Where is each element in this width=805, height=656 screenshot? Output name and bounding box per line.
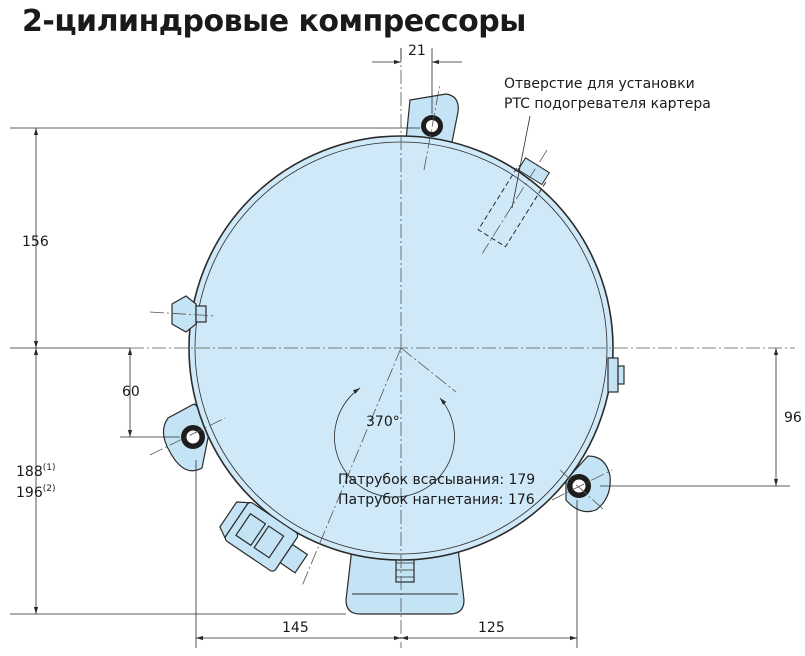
side-plug-right xyxy=(607,357,625,393)
page-title: 2-цилиндровые компрессоры xyxy=(22,4,526,39)
bottom-housing xyxy=(345,547,465,615)
label-right-offset: 96 xyxy=(784,410,802,426)
label-top-offset: 21 xyxy=(408,43,426,59)
label-bottom-right: 125 xyxy=(478,620,505,636)
label-left-offset: 60 xyxy=(122,384,140,400)
ptc-leader-line xyxy=(511,115,531,209)
label-ptc-line1: Отверстие для установки xyxy=(504,76,695,92)
centerlines xyxy=(130,48,795,648)
label-rotation-angle: 370° xyxy=(366,414,400,430)
dim-left-offset xyxy=(120,348,180,438)
dim-right-offset xyxy=(600,348,790,487)
label-lower-height-1: 188(1) xyxy=(16,463,55,480)
bolt-hole-right xyxy=(567,474,591,498)
service-fitting xyxy=(219,501,309,574)
rotation-angle-arc xyxy=(334,387,455,498)
ptc-heater-hole xyxy=(477,149,550,254)
label-bottom-left: 145 xyxy=(282,620,309,636)
label-ptc-line2: PTC подогревателя картера xyxy=(504,96,711,112)
label-suction: Патрубок всасывания: 179 xyxy=(338,472,535,488)
dim-top-offset xyxy=(372,48,462,114)
dim-lower-height xyxy=(10,348,346,615)
dim-upper-height xyxy=(10,127,420,349)
label-discharge: Патрубок нагнетания: 176 xyxy=(338,492,535,508)
bolt-hole-left xyxy=(181,425,205,449)
dim-bottom xyxy=(195,460,578,648)
label-lower-height-2: 196(2) xyxy=(16,484,55,501)
label-upper-height: 156 xyxy=(22,234,49,250)
